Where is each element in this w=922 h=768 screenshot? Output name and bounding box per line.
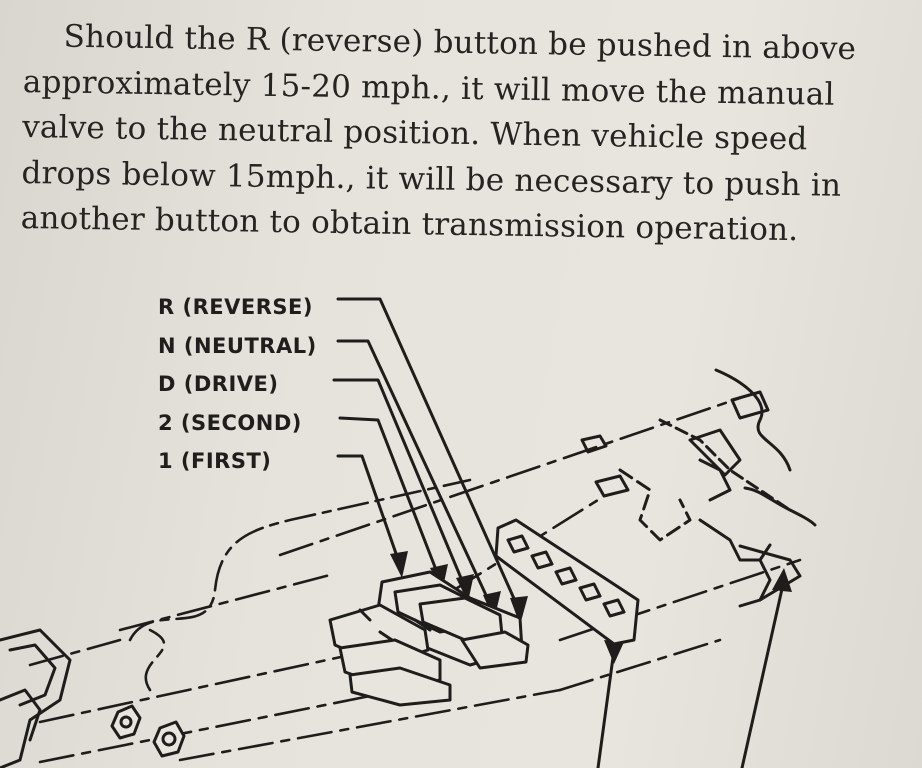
push-button-cluster [328, 570, 530, 707]
leader-drive [332, 378, 468, 592]
cable-curve-lower [144, 628, 166, 692]
arrow-head [772, 568, 792, 592]
callout-reverse: R (REVERSE) [158, 295, 313, 319]
hex-nuts [110, 704, 186, 758]
leader-bezel [596, 648, 616, 768]
callout-labels: R (REVERSE) N (NEUTRAL) D (DRIVE) 2 (SEC… [158, 288, 317, 481]
leader-lines [332, 297, 522, 614]
cable-curve [128, 478, 472, 642]
callout-drive: D (DRIVE) [158, 372, 279, 396]
button-bezel [494, 518, 640, 646]
left-housing [0, 628, 72, 768]
pushbutton-assembly-illustration [0, 297, 817, 768]
dashed-guides [28, 396, 802, 764]
leader-reverse [336, 297, 522, 614]
arrow-head [510, 596, 528, 625]
mounting-hardware [580, 368, 817, 608]
callout-second: 2 (SECOND) [158, 410, 302, 435]
arrow-head [390, 551, 408, 578]
leader-second [338, 416, 442, 582]
leader-first [336, 454, 402, 567]
leader-neutral [336, 339, 494, 610]
callout-neutral: N (NEUTRAL) [158, 333, 317, 358]
body-paragraph: Should the R (reverse) button be pushed … [20, 14, 903, 255]
callout-first: 1 (FIRST) [158, 449, 272, 473]
leader-right [740, 578, 786, 768]
